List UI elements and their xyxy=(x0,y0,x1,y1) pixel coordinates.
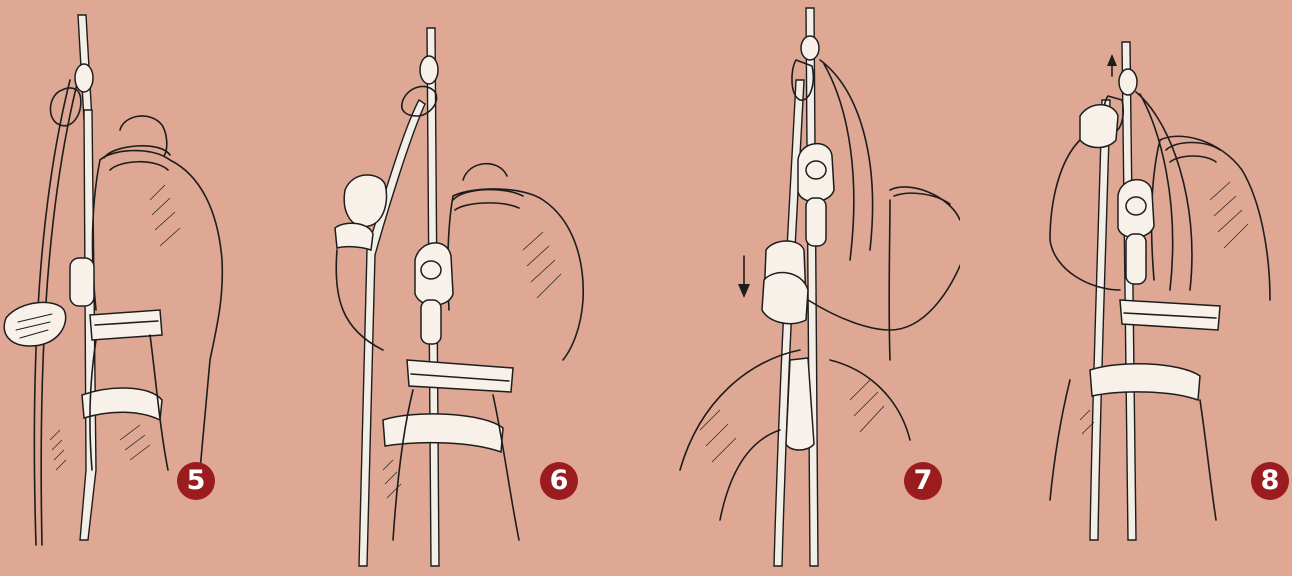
step-number-badge: 5 xyxy=(177,462,215,500)
step-8-illustration: 8 xyxy=(1010,0,1292,576)
step-5-drawing xyxy=(0,0,300,576)
connector xyxy=(1126,234,1146,284)
hand xyxy=(1080,105,1118,148)
leg-loop xyxy=(383,414,503,452)
leg-loop xyxy=(1090,364,1200,400)
head-outline xyxy=(120,116,167,156)
torso-outline xyxy=(448,189,583,360)
arm-outline xyxy=(808,240,960,330)
step-number-badge: 8 xyxy=(1251,462,1289,500)
torso-outline xyxy=(1152,136,1270,300)
head-outline xyxy=(463,164,507,180)
step-7-illustration: 7 xyxy=(640,0,960,576)
collar xyxy=(104,146,170,170)
knot xyxy=(801,36,819,60)
arrow-down-icon xyxy=(738,256,750,298)
ascender-device xyxy=(4,302,65,346)
cuff xyxy=(335,223,373,250)
main-rope xyxy=(1122,42,1136,540)
connector xyxy=(70,258,94,306)
torso-outline xyxy=(889,187,960,360)
hand xyxy=(344,175,386,227)
top-carabiner xyxy=(50,88,80,126)
step-number-badge: 7 xyxy=(904,462,942,500)
arm-outline xyxy=(336,250,383,350)
knot xyxy=(1119,69,1137,95)
leg-loop xyxy=(82,388,162,420)
tail-rope xyxy=(359,100,425,566)
collar xyxy=(894,193,950,204)
knot xyxy=(75,64,93,92)
connector xyxy=(421,300,441,344)
main-rope xyxy=(806,8,818,566)
arrow-up-icon xyxy=(1107,54,1117,76)
harness-belt xyxy=(407,360,513,392)
step-6-illustration: 6 xyxy=(323,0,623,576)
connector xyxy=(806,198,826,246)
step-5-illustration: 5 xyxy=(0,0,300,576)
knot xyxy=(420,56,438,84)
collar xyxy=(453,190,523,210)
step-6-drawing xyxy=(323,0,623,576)
step-8-drawing xyxy=(1010,0,1292,576)
arm-outline xyxy=(1050,140,1120,290)
tail-rope xyxy=(1090,100,1110,540)
step-number-badge: 6 xyxy=(540,462,578,500)
